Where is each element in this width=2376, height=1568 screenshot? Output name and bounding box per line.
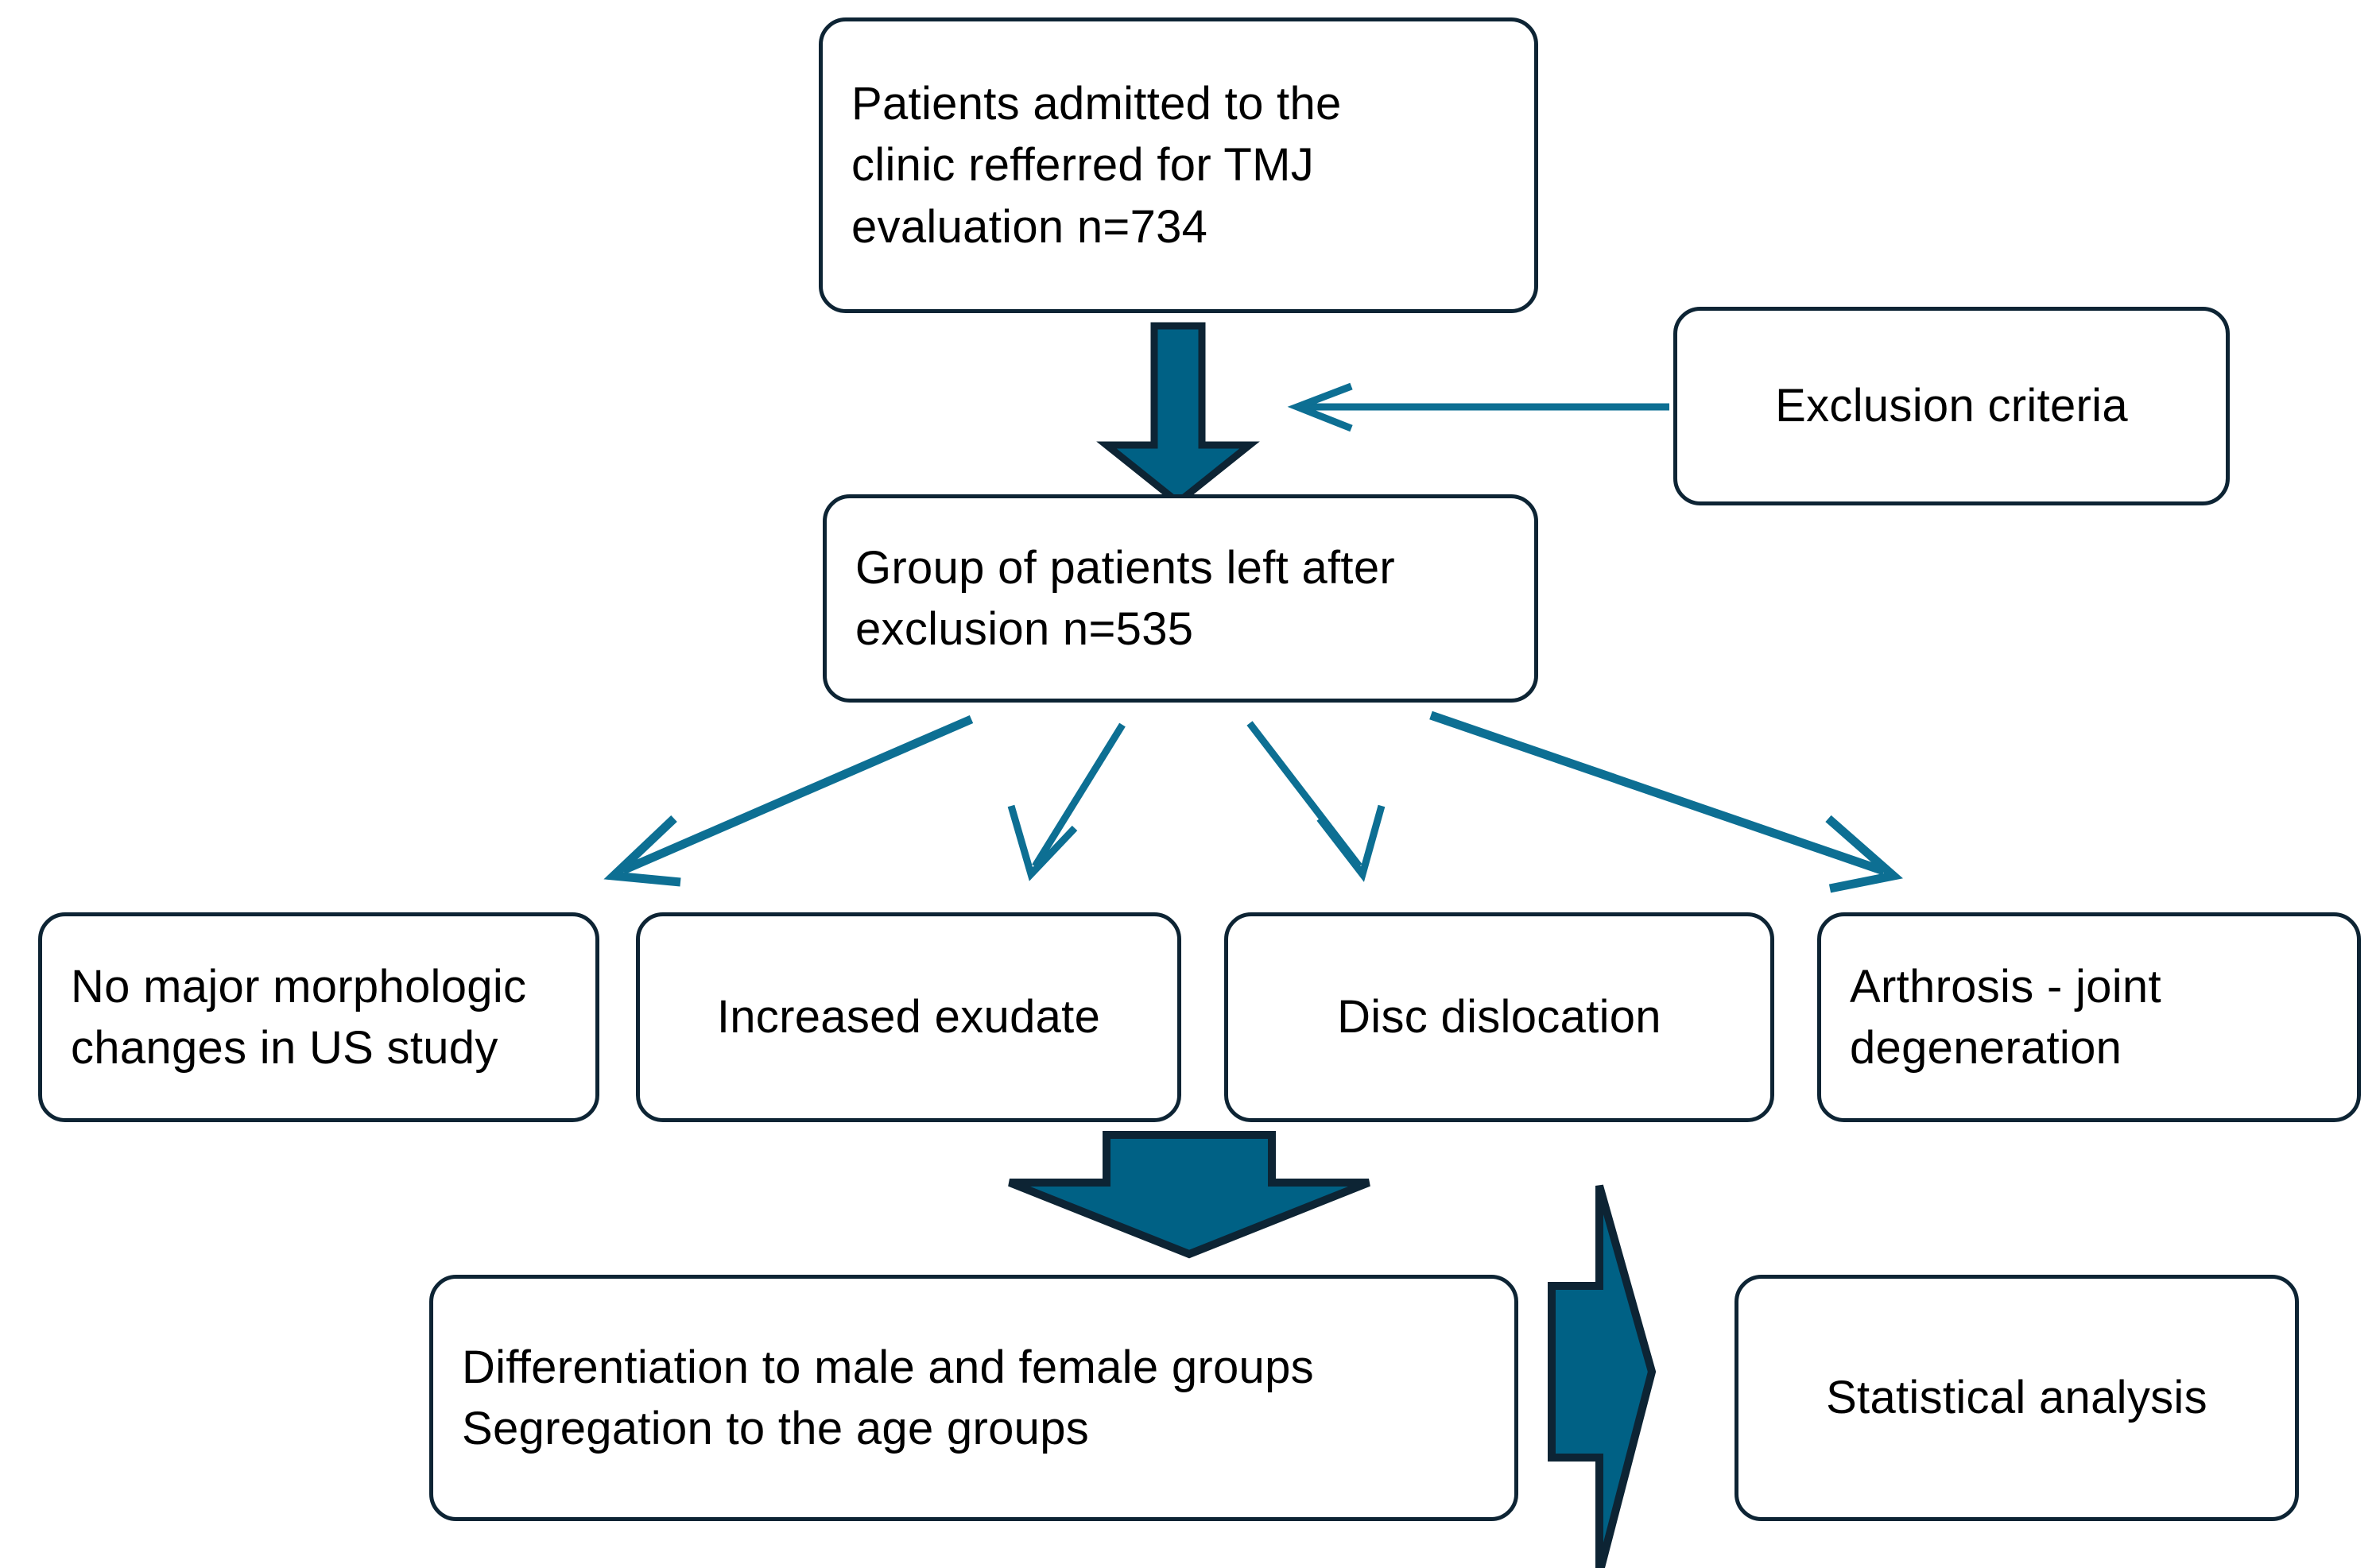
node-group-patients-left[interactable]: Group of patients left after exclusion n… [823, 494, 1538, 703]
node-disc-dislocation[interactable]: Disc dislocation [1224, 912, 1774, 1122]
node-increased-exudate[interactable]: Increased exudate [636, 912, 1181, 1122]
node-exclusion-criteria[interactable]: Exclusion criteria [1673, 307, 2230, 505]
thin-arrow-exclusion [1287, 382, 1669, 432]
node-no-major-morphologic-changes[interactable]: No major morphologic changes in US study [38, 912, 599, 1122]
fan-arrow-no-major [603, 714, 974, 887]
node-patients-admitted[interactable]: Patients admitted to the clinic refferre… [819, 17, 1538, 313]
block-arrow-right-statistical [1548, 1184, 1657, 1568]
node-statistical-analysis[interactable]: Statistical analysis [1735, 1275, 2299, 1521]
block-arrow-down-admitted [1096, 322, 1260, 507]
node-differentiation-segregation[interactable]: Differentiation to male and female group… [429, 1275, 1518, 1521]
fan-arrow-arthrosis [1429, 710, 1903, 893]
node-arthrosis-joint-degeneration[interactable]: Arthrosis - joint degeneration [1817, 912, 2361, 1122]
block-arrow-down-categories [1008, 1131, 1370, 1259]
fan-arrow-exudate [1007, 722, 1126, 881]
fan-arrow-disc [1246, 721, 1386, 882]
